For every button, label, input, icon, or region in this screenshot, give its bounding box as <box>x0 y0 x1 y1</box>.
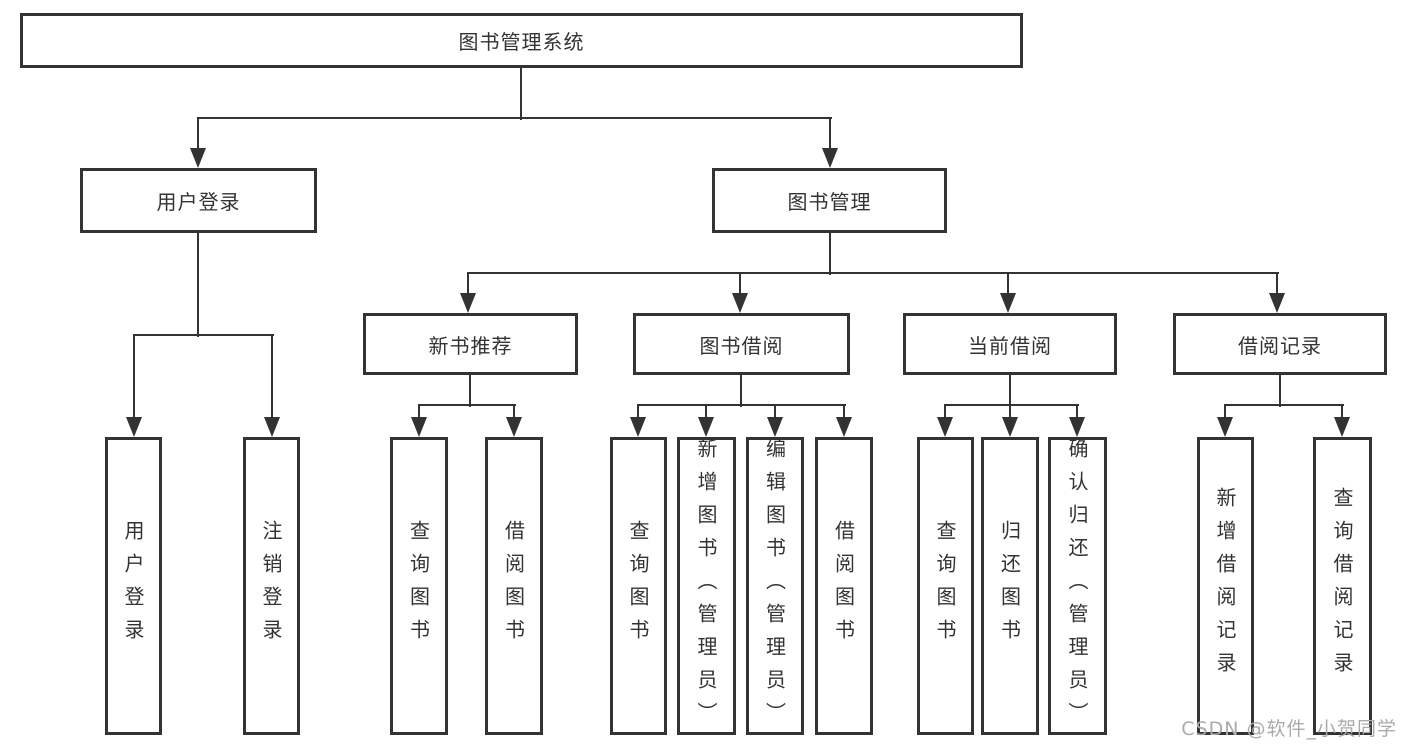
arrow-shaft <box>774 405 776 417</box>
leaf-query-borrow-record-label: 查询借阅记录 <box>1330 487 1354 685</box>
arrow-shaft <box>271 335 273 417</box>
leaf-user-login: 用户登录 <box>105 437 162 735</box>
leaf-edit-books-admin-label: 编辑图书（管理员） <box>762 437 787 735</box>
arrow-shaft <box>1341 405 1343 417</box>
leaf-query-books-recommend-label: 查询图书 <box>406 520 431 652</box>
node-borrowing-records: 借阅记录 <box>1173 313 1387 375</box>
arrow-shaft <box>1224 405 1226 417</box>
node-borrowing-records-label: 借阅记录 <box>1238 333 1322 358</box>
arrow-shaft <box>133 335 135 417</box>
arrow-shaft <box>739 273 741 293</box>
leaf-query-borrow-record: 查询借阅记录 <box>1313 437 1372 735</box>
arrow-shaft <box>1007 273 1009 293</box>
leaf-query-books-current: 查询图书 <box>917 437 974 735</box>
connector-line <box>469 375 471 407</box>
arrowhead-icon <box>1000 293 1016 313</box>
connector-line <box>1009 375 1011 407</box>
arrow-shaft <box>637 405 639 417</box>
connector-line <box>520 68 522 120</box>
node-user-login: 用户登录 <box>80 168 317 233</box>
leaf-return-books-label: 归还图书 <box>997 520 1022 652</box>
arrow-shaft <box>1009 405 1011 417</box>
arrow-shaft <box>829 118 831 148</box>
node-system: 图书管理系统 <box>20 13 1023 68</box>
node-book-management-label: 图书管理 <box>787 190 872 214</box>
arrowhead-icon <box>1002 417 1018 437</box>
connector-line <box>944 404 1079 406</box>
leaf-add-borrow-record: 新增借阅记录 <box>1197 437 1254 735</box>
node-new-book-recommendation: 新书推荐 <box>363 313 578 375</box>
arrowhead-icon <box>1334 417 1350 437</box>
leaf-edit-books-admin: 编辑图书（管理员） <box>746 437 804 735</box>
csdn-watermark: CSDN @软件_小贺同学 <box>1181 718 1397 740</box>
leaf-add-books-admin: 新增图书（管理员） <box>677 437 736 735</box>
connector-line <box>637 404 846 406</box>
arrowhead-icon <box>937 417 953 437</box>
arrow-shaft <box>1076 405 1078 417</box>
arrowhead-icon <box>822 148 838 168</box>
arrowhead-icon <box>732 293 748 313</box>
leaf-logout-label: 注销登录 <box>259 520 283 652</box>
node-book-borrowing-label: 图书借阅 <box>699 333 784 358</box>
arrow-shaft <box>197 118 199 148</box>
leaf-confirm-return-admin: 确认归还（管理员） <box>1048 437 1107 735</box>
arrowhead-icon <box>698 417 714 437</box>
arrow-shaft <box>1276 273 1278 293</box>
node-new-book-recommendation-label: 新书推荐 <box>428 333 513 358</box>
arrow-shaft <box>705 405 707 417</box>
arrow-shaft <box>843 405 845 417</box>
leaf-user-login-label: 用户登录 <box>121 520 145 652</box>
leaf-add-borrow-record-label: 新增借阅记录 <box>1213 487 1237 685</box>
arrowhead-icon <box>1269 293 1285 313</box>
connector-line <box>829 233 831 275</box>
arrowhead-icon <box>411 417 427 437</box>
leaf-return-books: 归还图书 <box>981 437 1039 735</box>
arrow-shaft <box>467 273 469 293</box>
leaf-borrow-books-recommend-label: 借阅图书 <box>501 520 526 652</box>
arrowhead-icon <box>630 417 646 437</box>
node-current-borrowing: 当前借阅 <box>903 313 1117 375</box>
arrowhead-icon <box>126 417 142 437</box>
arrowhead-icon <box>1217 417 1233 437</box>
connector-line <box>197 233 199 337</box>
leaf-query-books-recommend: 查询图书 <box>390 437 448 735</box>
arrow-shaft <box>944 405 946 417</box>
node-current-borrowing-label: 当前借阅 <box>968 333 1052 358</box>
connector-line <box>1224 404 1344 406</box>
leaf-query-books-current-label: 查询图书 <box>933 520 957 652</box>
arrowhead-icon <box>506 417 522 437</box>
connector-line <box>418 404 516 406</box>
node-system-label: 图书管理系统 <box>458 30 585 54</box>
arrowhead-icon <box>264 417 280 437</box>
leaf-confirm-return-admin-label: 确认归还（管理员） <box>1065 437 1089 735</box>
connector-line <box>133 334 274 336</box>
leaf-logout: 注销登录 <box>243 437 300 735</box>
arrow-shaft <box>418 405 420 417</box>
arrow-shaft <box>513 405 515 417</box>
arrowhead-icon <box>460 293 476 313</box>
node-book-management: 图书管理 <box>712 168 947 233</box>
connector-line <box>467 272 1279 274</box>
leaf-borrow-books-borrowing: 借阅图书 <box>815 437 873 735</box>
leaf-borrow-books-borrowing-label: 借阅图书 <box>831 520 856 652</box>
connector-line <box>1279 375 1281 407</box>
leaf-query-books-borrowing: 查询图书 <box>610 437 667 735</box>
arrowhead-icon <box>767 417 783 437</box>
leaf-query-books-borrowing-label: 查询图书 <box>626 520 650 652</box>
arrowhead-icon <box>1069 417 1085 437</box>
arrowhead-icon <box>190 148 206 168</box>
leaf-add-books-admin-label: 新增图书（管理员） <box>694 437 718 735</box>
node-user-login-label: 用户登录 <box>156 190 241 214</box>
connector-line <box>197 117 832 119</box>
leaf-borrow-books-recommend: 借阅图书 <box>485 437 543 735</box>
arrowhead-icon <box>836 417 852 437</box>
node-book-borrowing: 图书借阅 <box>633 313 850 375</box>
connector-line <box>740 375 742 407</box>
